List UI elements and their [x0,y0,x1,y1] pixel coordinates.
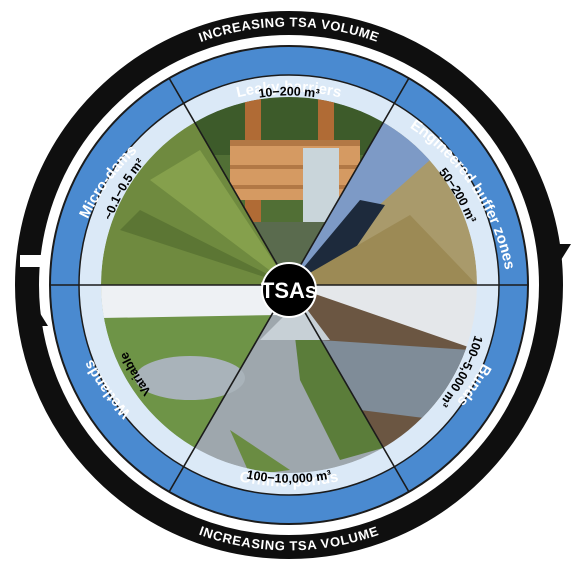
photo-micro-dams [101,122,289,285]
photo-offline-ponds [195,285,383,473]
center-label: TSAs [261,278,317,303]
photo-wetlands [101,285,289,448]
photo-bunds [289,285,477,448]
arrow-gap [20,255,42,267]
photo-engineered-buffer-zones [289,122,477,285]
center-hub [261,262,317,318]
segment-dividers [50,77,528,493]
photo-leaky-barriers [195,97,383,285]
arrow-head-right [541,244,571,268]
segment-range-offline-ponds: 100−10,000 m³ [245,468,332,486]
segment-range-leaky-barriers: 10−200 m³ [258,84,321,100]
segment-title-offline-ponds: Offline ponds [238,468,340,490]
volume-arrow-band [15,11,563,559]
segment-title-leaky-barriers: Leaky barriers [235,78,343,101]
arrow-head-left [18,302,48,326]
photo-area [101,97,477,473]
